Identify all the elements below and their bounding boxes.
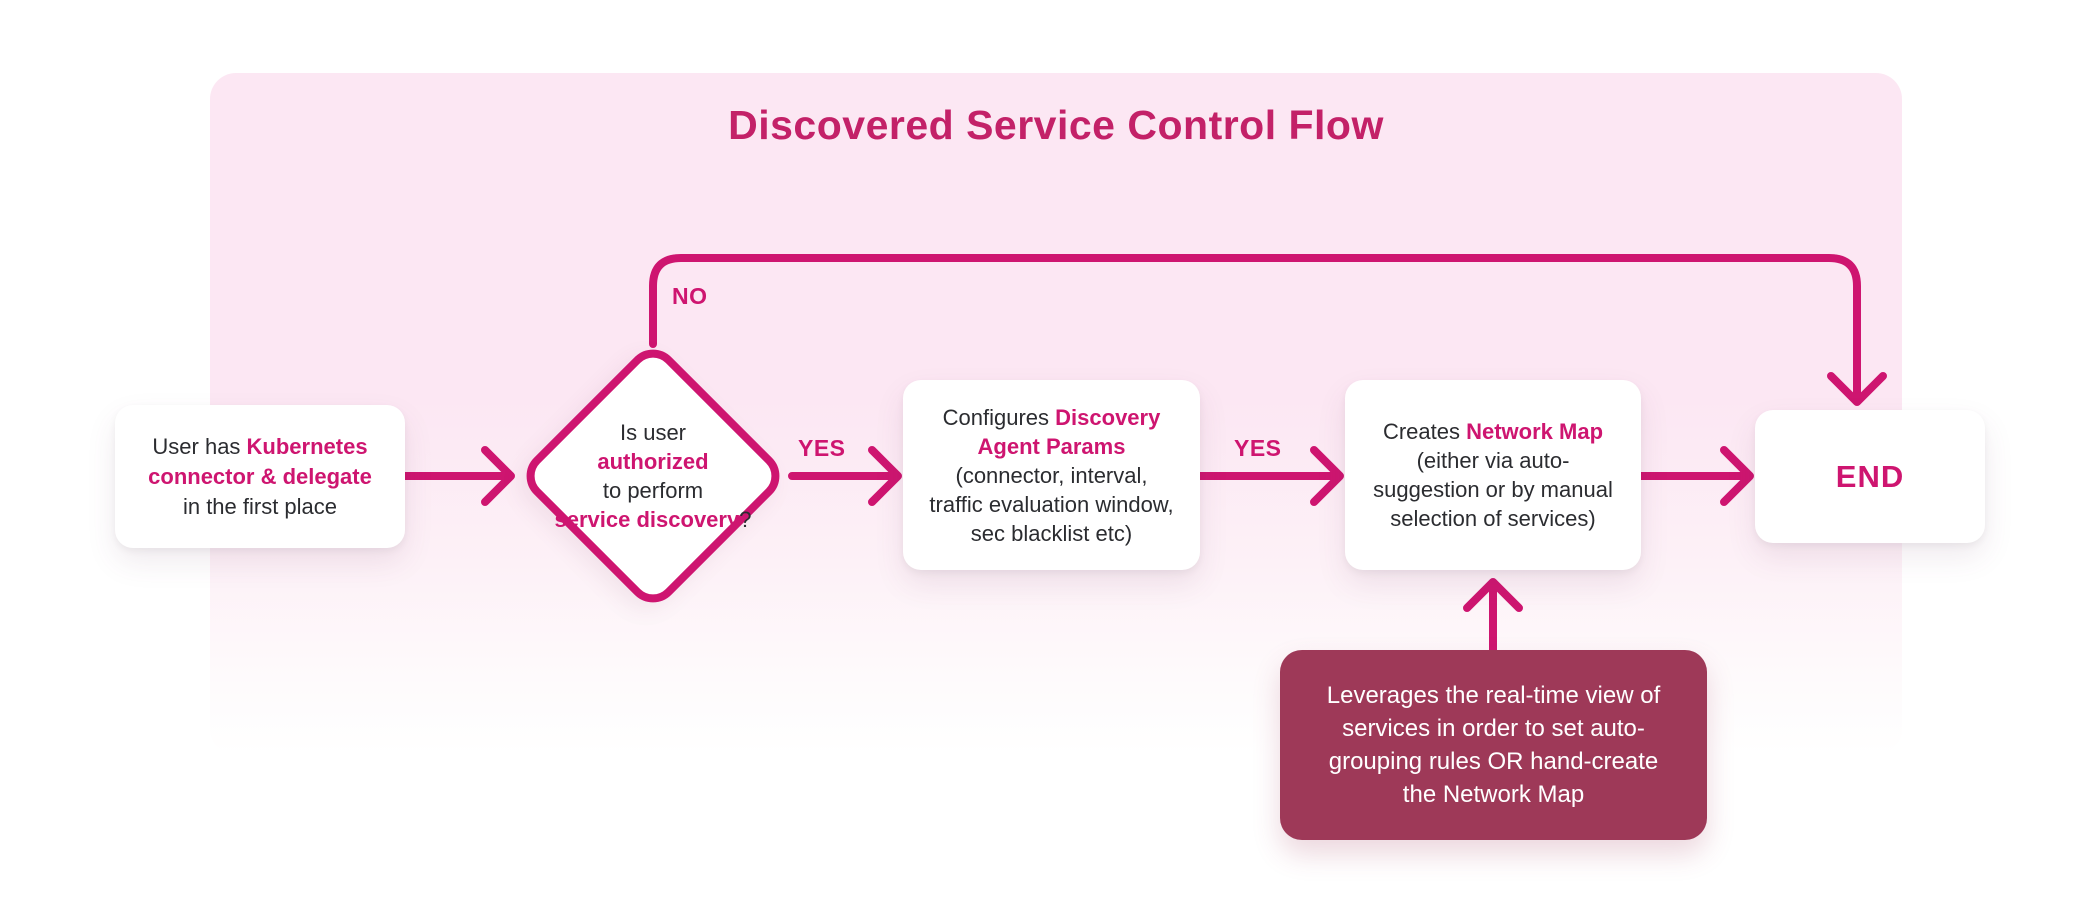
edge-create-to-end xyxy=(1637,446,1754,506)
edge-note-to-create xyxy=(1463,578,1523,655)
edge-label-yes-configure: YES xyxy=(1234,435,1282,461)
node-end: END xyxy=(1755,410,1985,543)
node-create-network-map: Creates Network Map(either via auto-sugg… xyxy=(1345,380,1641,570)
edge-no-to-end xyxy=(649,254,1887,406)
diagram-title: Discovered Service Control Flow xyxy=(728,102,1384,148)
edge-label-yes-decision: YES xyxy=(798,435,846,461)
edge-configure-to-create xyxy=(1196,446,1344,506)
edge-start-to-decision xyxy=(401,446,515,506)
edge-decision-to-configure xyxy=(788,446,902,506)
edge-label-no: NO xyxy=(672,283,708,309)
